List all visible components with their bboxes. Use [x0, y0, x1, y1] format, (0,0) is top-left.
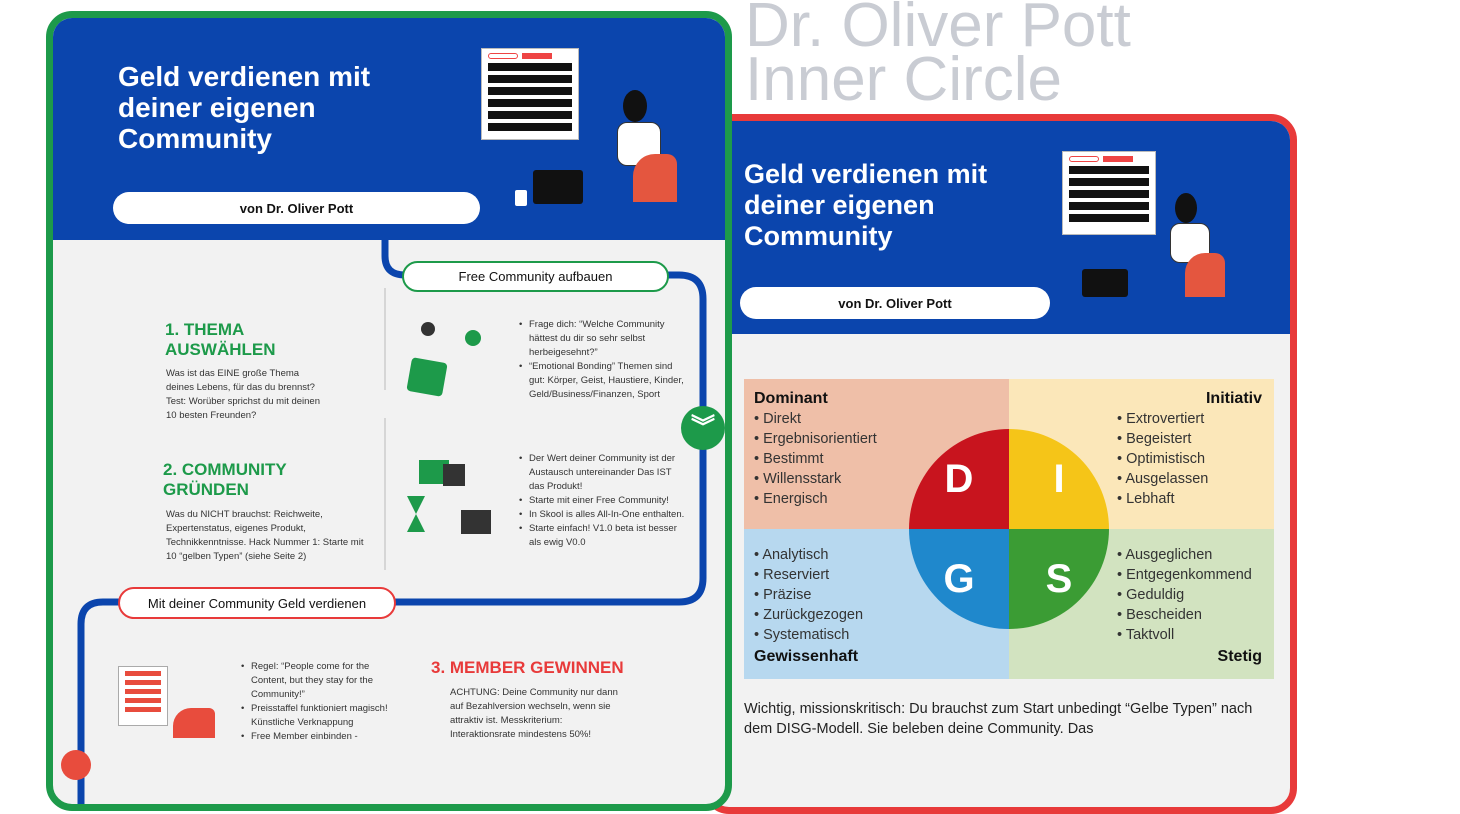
trait: Entgegenkommend — [1117, 565, 1262, 585]
trait: Geduldig — [1117, 585, 1262, 605]
trait: Optimistisch — [1117, 449, 1262, 469]
stage-free-community-pill: Free Community aufbauen — [402, 261, 669, 292]
woman-illustration — [573, 88, 683, 208]
woman-illustration — [1130, 191, 1230, 301]
trait: Begeistert — [1117, 429, 1262, 449]
letter-d: D — [909, 429, 1009, 529]
trait: Taktvoll — [1117, 625, 1262, 645]
trait: Zurückgezogen — [754, 605, 1009, 625]
dashboard-illustration — [1062, 151, 1156, 235]
title-line: Geld verdienen mit — [118, 61, 371, 92]
step2-bullets: Der Wert deiner Community ist der Austau… — [519, 452, 689, 550]
stage-monetize-pill: Mit deiner Community Geld verdienen — [118, 587, 396, 619]
author-pill: von Dr. Oliver Pott — [740, 287, 1050, 319]
trait: Direkt — [754, 409, 1009, 429]
title-line: Community — [744, 221, 893, 251]
card-title: Geld verdienen mit deiner eigenen Commun… — [118, 61, 370, 154]
quadrant-heading: Stetig — [1217, 648, 1262, 665]
woman-illustration-red — [173, 708, 215, 738]
bullet: Starte mit einer Free Community! — [519, 494, 689, 508]
trait: Extrovertiert — [1117, 409, 1262, 429]
trait: Willensstark — [754, 469, 1009, 489]
dashboard-illustration — [481, 48, 579, 140]
disc-circle: D I G S — [909, 429, 1109, 629]
step1-heading: 1. THEMA AUSWÄHLEN — [165, 320, 276, 359]
community-roadmap-card[interactable]: Geld verdienen mit deiner eigenen Commun… — [46, 11, 732, 811]
trait: Systematisch — [754, 625, 1009, 645]
disc-preview-card[interactable]: Geld verdienen mit deiner eigenen Commun… — [703, 114, 1297, 814]
laptop-illustration — [533, 170, 583, 204]
bullet: Preisstaffel funktioniert magisch! Künst… — [241, 702, 391, 730]
title-line: Geld verdienen mit — [744, 159, 988, 189]
trait: Präzise — [754, 585, 1009, 605]
bullet: Der Wert deiner Community ist der Austau… — [519, 452, 689, 494]
trait: Ergebnisorientiert — [754, 429, 1009, 449]
trait: Bestimmt — [754, 449, 1009, 469]
title-line: deiner eigenen — [118, 92, 316, 123]
card-title: Geld verdienen mit deiner eigenen Commun… — [744, 159, 987, 252]
bullet: Free Member einbinden - — [241, 730, 391, 744]
people-illustration — [405, 320, 485, 410]
step2-heading: 2. COMMUNITY GRÜNDEN — [163, 460, 287, 499]
trait: Reserviert — [754, 565, 1009, 585]
bullet: Frage dich: “Welche Community hättest du… — [519, 318, 689, 360]
disc-model-chart: Dominant DirektErgebnisorientiertBestimm… — [744, 379, 1274, 679]
board-illustration — [405, 450, 495, 540]
trait: Lebhaft — [1117, 489, 1262, 509]
trait: Ausgelassen — [1117, 469, 1262, 489]
trait: Ausgeglichen — [1117, 545, 1262, 565]
card-header: Geld verdienen mit deiner eigenen Commun… — [710, 121, 1290, 334]
letter-g: G — [909, 529, 1009, 629]
letter-s: S — [1009, 529, 1109, 629]
watermark-name: Dr. Oliver Pott — [745, 0, 1131, 60]
step3-bullets: Regel: “People come for the Content, but… — [241, 660, 391, 744]
step3-text: ACHTUNG: Deine Community nur dann auf Be… — [450, 687, 618, 740]
quadrant-heading: Dominant — [754, 390, 828, 407]
letter-i: I — [1009, 429, 1109, 529]
laptop-illustration — [1082, 269, 1128, 297]
step1-text: Was ist das EINE große Thema deines Lebe… — [166, 368, 321, 421]
trait: Energisch — [754, 489, 1009, 509]
card-header: Geld verdienen mit deiner eigenen Commun… — [53, 18, 725, 240]
step1-bullets: Frage dich: “Welche Community hättest du… — [519, 318, 689, 402]
bullet: Starte einfach! V1.0 beta ist besser als… — [519, 522, 689, 550]
dashboard-illustration-red — [118, 666, 168, 726]
footer-text: Wichtig, missionskritisch: Du brauchst z… — [744, 701, 1253, 737]
step2-text: Was du NICHT brauchst: Reichweite, Exper… — [166, 509, 364, 562]
step3-heading: 3. MEMBER GEWINNEN — [431, 658, 624, 677]
author-pill: von Dr. Oliver Pott — [113, 192, 480, 224]
trait: Analytisch — [754, 545, 1009, 565]
bullet: “Emotional Bonding” Themen sind gut: Kör… — [519, 360, 689, 402]
quadrant-heading: Gewissenhaft — [754, 648, 859, 665]
quadrant-heading: Initiativ — [1205, 390, 1262, 407]
trait: Bescheiden — [1117, 605, 1262, 625]
bullet: Regel: “People come for the Content, but… — [241, 660, 391, 702]
plant-illustration — [515, 190, 527, 206]
double-chevron-down-icon[interactable]: ︾ — [681, 406, 725, 450]
title-line: Community — [118, 123, 272, 154]
step-marker — [61, 750, 91, 780]
title-line: deiner eigenen — [744, 190, 935, 220]
watermark-subtitle: Inner Circle — [745, 45, 1062, 114]
bullet: In Skool is alles All-In-One enthalten. — [519, 508, 689, 522]
